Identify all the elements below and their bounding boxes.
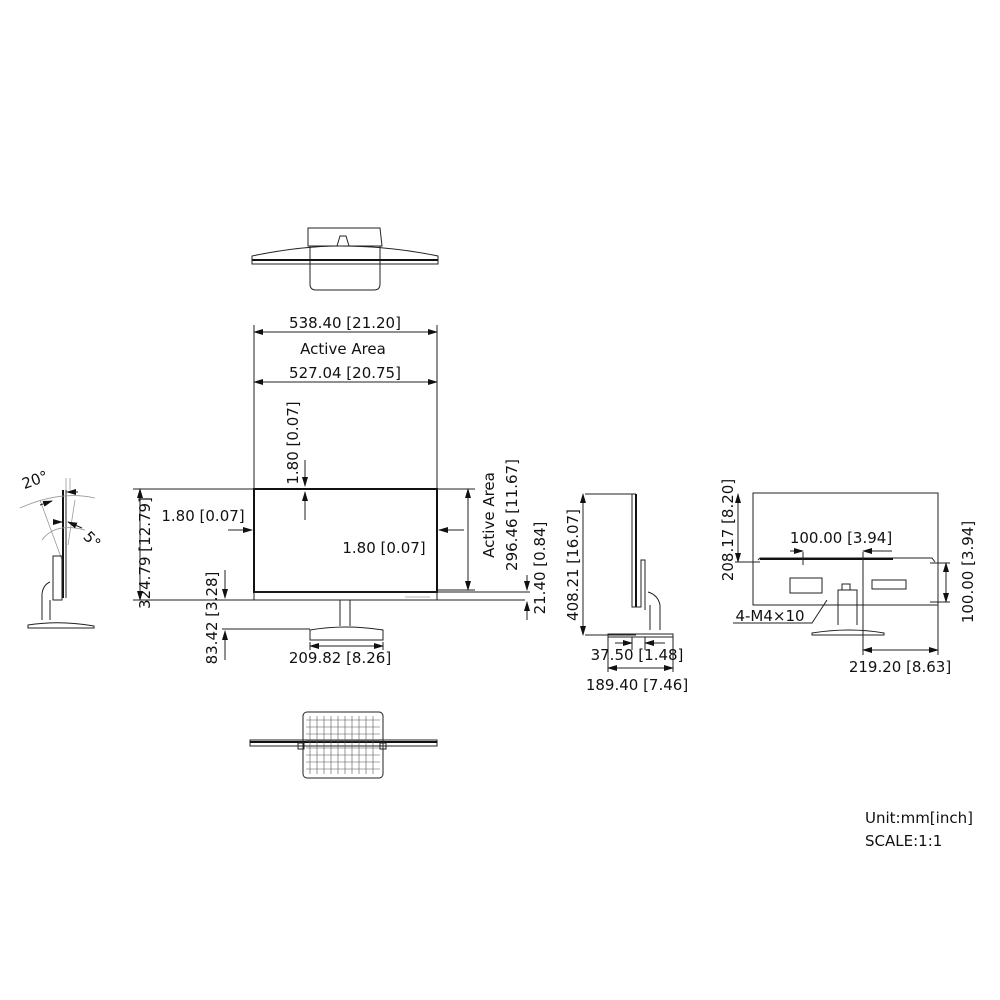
right-bezel-label: 1.80 [0.07] bbox=[342, 539, 425, 557]
active-width-label: 527.04 [20.75] bbox=[289, 364, 401, 382]
active-area-label: Active Area bbox=[300, 340, 386, 358]
top-bezel-label: 1.80 [0.07] bbox=[284, 401, 302, 484]
screw-spec-label: 4-M4×10 bbox=[735, 607, 804, 625]
left-bezel-label: 1.80 [0.07] bbox=[161, 507, 244, 525]
front-view bbox=[133, 325, 530, 660]
forward-tilt-label: 5° bbox=[80, 528, 105, 553]
vesa-horizontal-label: 100.00 [3.94] bbox=[790, 529, 892, 547]
bottom-view bbox=[249, 711, 438, 779]
back-tilt-label: 20° bbox=[19, 467, 50, 493]
vesa-vertical-label: 100.00 [3.94] bbox=[959, 521, 977, 623]
overall-height-label: 324.79 [12.79] bbox=[136, 497, 154, 609]
vesa-top-distance-label: 208.17 [8.20] bbox=[719, 479, 737, 581]
unit-note: Unit:mm[inch] bbox=[865, 809, 973, 827]
total-height-label: 408.21 [16.07] bbox=[564, 509, 582, 621]
tilt-view bbox=[19, 478, 96, 629]
bottom-bezel-label: 21.40 [0.84] bbox=[531, 522, 549, 615]
scale-note: SCALE:1:1 bbox=[865, 832, 942, 850]
panel-depth-label: 37.50 [1.48] bbox=[591, 646, 684, 664]
half-width-label: 219.20 [8.63] bbox=[849, 658, 951, 676]
overall-width-label: 538.40 [21.20] bbox=[289, 314, 401, 332]
back-view bbox=[733, 492, 950, 655]
stand-clearance-label: 83.42 [3.28] bbox=[203, 572, 221, 665]
active-height-label: 296.46 [11.67] bbox=[503, 459, 521, 571]
active-area-vertical-label: Active Area bbox=[480, 472, 498, 558]
top-view bbox=[251, 227, 439, 291]
base-depth-label: 189.40 [7.46] bbox=[586, 676, 688, 694]
base-width-label: 209.82 [8.26] bbox=[289, 649, 391, 667]
side-view bbox=[580, 493, 674, 672]
